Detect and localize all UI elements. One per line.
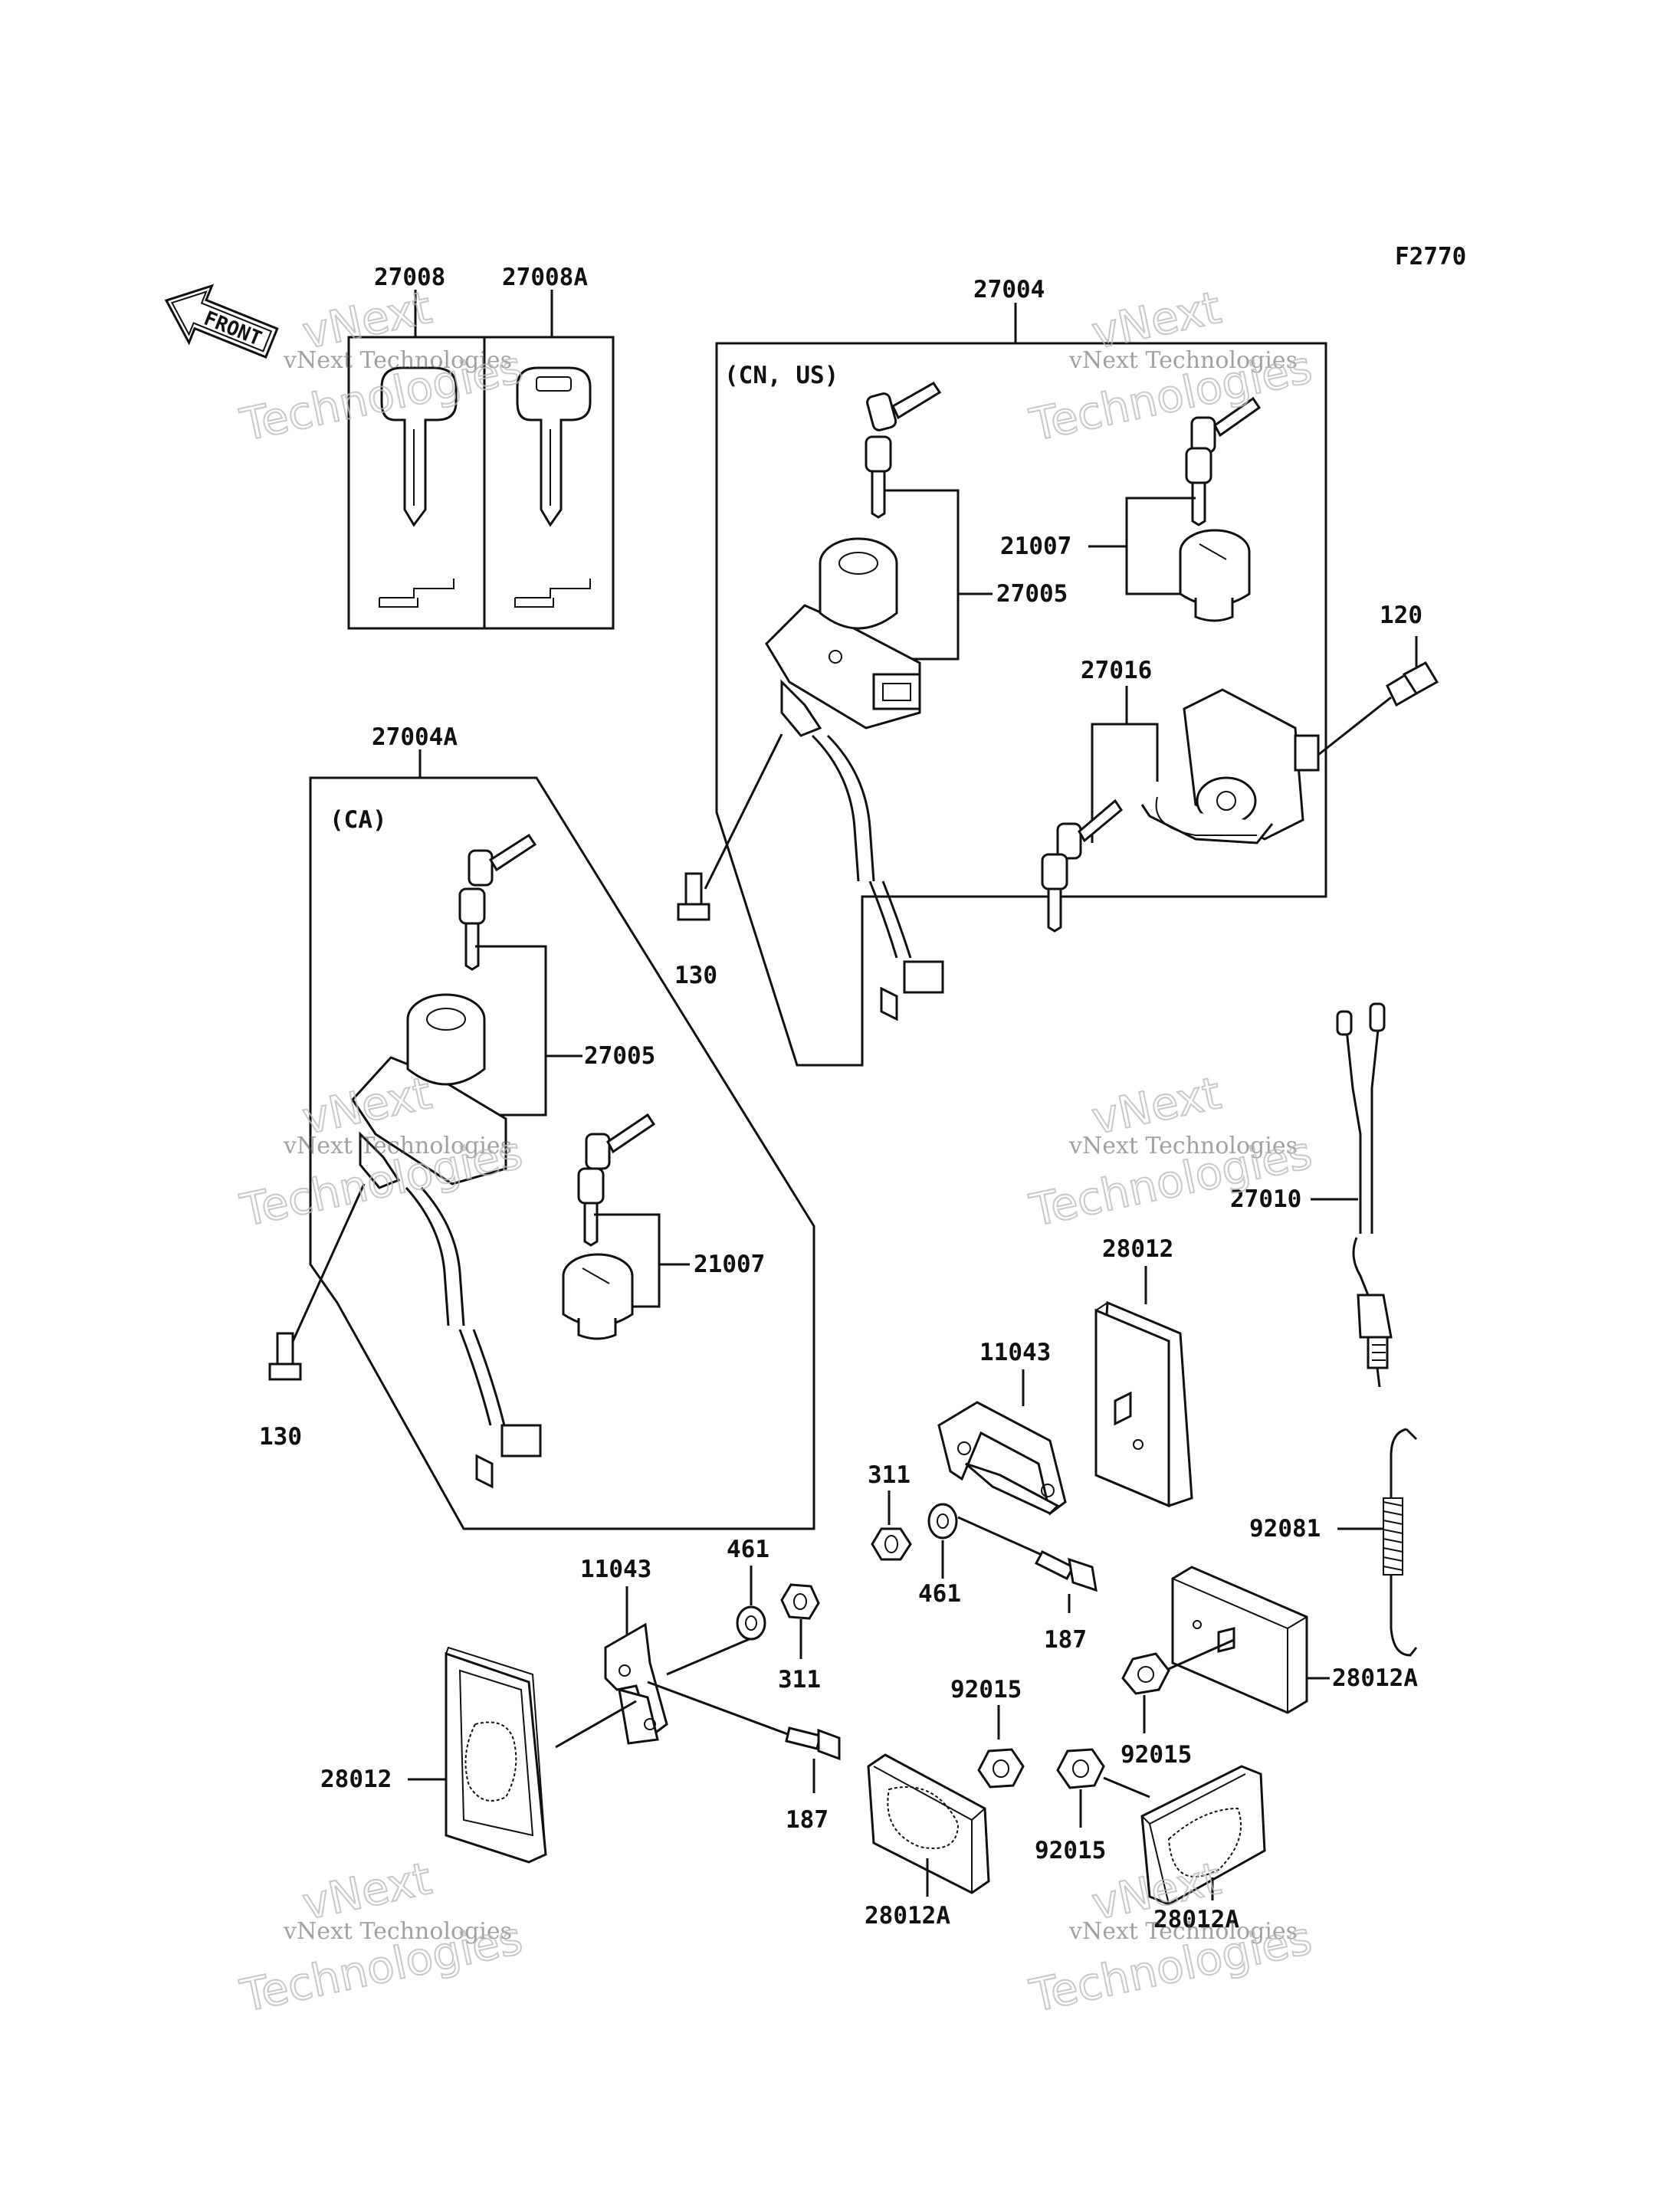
key-icon [865, 382, 942, 519]
bolt-icon [677, 872, 710, 921]
label-27016: 27016 [1081, 657, 1152, 684]
wire-switch-icon [1336, 1002, 1393, 1388]
nut-icon [1121, 1652, 1170, 1695]
washer-icon [736, 1605, 766, 1641]
region-label-cn-us: (CN, US) [724, 362, 838, 389]
connector-icon [903, 960, 944, 994]
reflector-icon [1140, 1765, 1266, 1906]
lock-cylinder-icon [1179, 529, 1251, 622]
bolt-icon [1034, 1550, 1098, 1592]
label-311-upper: 311 [868, 1461, 911, 1489]
svg-text:vNext Technologies: vNext Technologies [283, 1918, 512, 1945]
key-icon [458, 833, 537, 971]
label-187-upper: 187 [1044, 1626, 1087, 1654]
reflector-icon [1094, 1300, 1193, 1508]
label-130-cn-us: 130 [674, 962, 717, 989]
key-icon [380, 366, 458, 527]
label-461-upper: 461 [918, 1580, 961, 1608]
label-21007-ca: 21007 [694, 1251, 765, 1278]
connector-icon [475, 1454, 494, 1489]
label-92015-c: 92015 [1035, 1837, 1106, 1864]
svg-text:vNext Technologies: vNext Technologies [283, 347, 512, 374]
ignition-switch-assembly-ca: 27004A (CA) 27005 130 [259, 723, 815, 1530]
label-27008: 27008 [374, 264, 445, 291]
nut-icon [780, 1583, 820, 1620]
lock-cylinder-icon [562, 1253, 634, 1340]
ignition-switch-icon [765, 537, 921, 737]
label-21007-cn-us: 21007 [1000, 533, 1071, 560]
label-130-ca: 130 [259, 1423, 302, 1451]
label-27008A: 27008A [502, 264, 588, 291]
svg-text:vNext Technologies: vNext Technologies [283, 1133, 512, 1159]
front-arrow-icon: FRONT [164, 284, 279, 359]
spring-icon [1383, 1428, 1418, 1657]
lock-cylinder-icon [1140, 688, 1320, 844]
label-27004: 27004 [973, 276, 1045, 303]
nut-icon [1056, 1748, 1105, 1789]
reflector-icon [1171, 1566, 1308, 1714]
bolt-icon [785, 1726, 841, 1761]
label-11043-upper: 11043 [979, 1339, 1051, 1366]
key-box-group: 27008 27008A [347, 264, 615, 630]
label-27004A: 27004A [372, 723, 458, 751]
label-27005-cn-us: 27005 [996, 580, 1068, 608]
nut-icon [871, 1527, 912, 1561]
washer-icon [927, 1503, 958, 1540]
region-label-ca: (CA) [330, 806, 387, 834]
label-28012A-low: 28012A [1153, 1906, 1239, 1933]
label-27005-ca: 27005 [584, 1042, 655, 1070]
key-icon [1041, 798, 1123, 933]
connector-icon [500, 1424, 542, 1458]
label-92081: 92081 [1249, 1515, 1321, 1543]
label-28012A-right: 28012A [1332, 1664, 1418, 1692]
label-28012A-mid: 28012A [865, 1902, 950, 1930]
label-461-lower: 461 [727, 1536, 769, 1563]
bracket-icon [937, 1401, 1067, 1516]
label-27010: 27010 [1230, 1185, 1301, 1213]
ignition-switch-icon [351, 993, 507, 1189]
label-11043-lower: 11043 [580, 1556, 651, 1583]
reflector-icon [445, 1646, 547, 1864]
svg-text:vNext Technologies: vNext Technologies [1068, 1918, 1298, 1945]
label-28012-lower: 28012 [320, 1766, 392, 1793]
diagram-code: F2770 [1395, 243, 1466, 271]
reflector-icon [867, 1753, 990, 1894]
label-187-lower: 187 [786, 1806, 829, 1834]
connector-icon [880, 986, 898, 1021]
bolt-icon [1386, 661, 1439, 707]
bracket-icon [604, 1622, 668, 1745]
svg-text:vNext Technologies: vNext Technologies [1068, 1133, 1298, 1159]
ignition-switch-assembly-cn-us: 27004 (CN, US) 27005 [674, 276, 1439, 1067]
key-icon [516, 366, 592, 527]
svg-text:vNext Technologies: vNext Technologies [1068, 347, 1298, 374]
nut-icon [977, 1748, 1025, 1789]
label-28012-upper: 28012 [1102, 1235, 1173, 1263]
label-92015-a: 92015 [1121, 1741, 1192, 1769]
label-120: 120 [1380, 602, 1422, 629]
bolt-icon [268, 1332, 302, 1381]
label-311-lower: 311 [778, 1666, 821, 1694]
label-92015-b: 92015 [950, 1676, 1022, 1703]
key-icon [577, 1113, 656, 1247]
key-icon [1185, 396, 1262, 526]
key-box [347, 336, 615, 630]
